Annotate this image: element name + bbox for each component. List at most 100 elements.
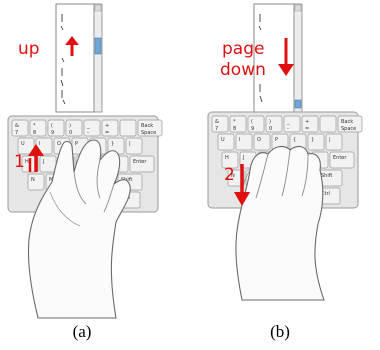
keycap xyxy=(325,133,343,151)
keycap xyxy=(247,115,265,133)
keycap-sublabel: 8 xyxy=(233,126,236,132)
keycap-label: ( xyxy=(51,123,53,129)
keycap-label: & xyxy=(215,119,219,125)
panel-b-caption: (b) xyxy=(270,322,290,341)
keycap-label: U xyxy=(21,141,25,147)
page-down-arrow-icon xyxy=(278,38,294,76)
finger-down-arrow-icon xyxy=(234,164,250,206)
step-number-2: 2 xyxy=(224,165,235,185)
keycap-label: } xyxy=(311,137,314,143)
keycap xyxy=(227,169,245,187)
keycap-label: H xyxy=(225,155,229,161)
keycap-label: I xyxy=(39,141,40,147)
scroll-thumb xyxy=(294,99,302,109)
keycap-sublabel: 7 xyxy=(15,130,18,136)
keycap xyxy=(101,119,119,137)
keycap-label: U xyxy=(221,137,225,143)
down-label: down xyxy=(220,60,266,80)
keycap xyxy=(119,119,137,137)
keycap-label: ( xyxy=(251,119,253,125)
keycap-sublabel: 9 xyxy=(251,126,254,132)
keycap-sublabel: = xyxy=(305,126,309,132)
scrollbar[interactable] xyxy=(293,3,303,113)
up-arrow-icon xyxy=(65,36,79,56)
keycap-label: + xyxy=(105,123,109,129)
keycap xyxy=(29,119,47,137)
finger-up-arrow-icon xyxy=(28,144,44,172)
scroll-thumb xyxy=(94,37,102,55)
keycap-sublabel: 8 xyxy=(33,130,36,136)
keycap xyxy=(301,115,319,133)
keycap xyxy=(27,173,45,191)
keycap-label: H xyxy=(25,159,29,165)
keycap-label: N xyxy=(31,177,35,183)
keycap-sublabel: - xyxy=(87,130,89,136)
keycap xyxy=(319,115,337,133)
keycap-sublabel: 0 xyxy=(69,130,72,136)
keycap-label: _ xyxy=(286,119,290,125)
panel-a-caption: (a) xyxy=(72,322,92,341)
keycap-label: | xyxy=(329,137,331,143)
hand-illustration xyxy=(27,139,131,319)
keycap-label: } xyxy=(111,141,114,147)
keycap xyxy=(125,137,143,155)
keycap xyxy=(283,115,301,133)
keycap-sublabel: 9 xyxy=(51,130,54,136)
panel-b: &7*8(9)0_-+=BackSpaceUIOP{}|HJKL:"EnterN… xyxy=(190,0,380,350)
keycap-label: Back xyxy=(341,119,353,125)
keycap-label: * xyxy=(33,123,36,129)
scrollbar[interactable] xyxy=(93,3,103,113)
keycap-sublabel: 0 xyxy=(269,126,272,132)
keycap-label: I xyxy=(239,137,240,143)
keycap-label: Enter xyxy=(333,155,347,161)
keycap-label: M xyxy=(49,177,53,183)
keycap-sublabel: - xyxy=(287,126,289,132)
keycap-label: Back xyxy=(141,123,153,129)
keycap-label: ) xyxy=(69,123,71,129)
keycap xyxy=(217,133,235,151)
page-label: page xyxy=(222,39,264,59)
document-page xyxy=(55,3,95,113)
keycap xyxy=(11,119,29,137)
keycap-sublabel: 7 xyxy=(215,126,218,132)
panel-b-illustration: &7*8(9)0_-+=BackSpaceUIOP{}|HJKL:"EnterN… xyxy=(207,3,363,301)
keycap-label: J xyxy=(242,155,244,161)
up-label: up xyxy=(18,39,40,59)
keycap-label: _ xyxy=(86,123,90,129)
keycap xyxy=(221,151,239,169)
keycap xyxy=(17,137,35,155)
keycap xyxy=(229,115,247,133)
keycap xyxy=(65,119,83,137)
keycap xyxy=(129,155,155,173)
keycap-label: J xyxy=(42,159,44,165)
keycap xyxy=(83,119,101,137)
keycap-sublabel: Space xyxy=(341,126,356,132)
keycap-label: Enter xyxy=(133,159,147,165)
keycap xyxy=(265,115,283,133)
keycap-label: P xyxy=(275,137,278,143)
keycap-label: { xyxy=(293,137,296,143)
keycap-label: Shift xyxy=(321,173,332,179)
step-number-1: 1 xyxy=(14,152,25,172)
keycap xyxy=(235,133,253,151)
keycap-label: P xyxy=(75,141,78,147)
keycap-label: O xyxy=(257,137,261,143)
keycap-label: + xyxy=(305,119,309,125)
keycap xyxy=(329,151,355,169)
keycap-sublabel: = xyxy=(105,130,109,136)
keycap xyxy=(47,119,65,137)
panel-a: &7*8(9)0_-+=BackSpaceUIOP{}|HJKL:"EnterN… xyxy=(7,3,163,341)
keycap xyxy=(253,133,271,151)
keycap-label: O xyxy=(57,141,61,147)
keycap-label: & xyxy=(15,123,19,129)
keycap xyxy=(337,115,363,133)
keycap-label: N xyxy=(231,173,235,179)
keycap-label: * xyxy=(233,119,236,125)
keycap-label: Ctrl xyxy=(321,191,330,197)
keycap-label: | xyxy=(129,141,131,147)
keycap-label: ) xyxy=(269,119,271,125)
hand-illustration xyxy=(235,145,325,301)
panel-a-illustration: &7*8(9)0_-+=BackSpaceUIOP{}|HJKL:"EnterN… xyxy=(7,3,163,319)
keycap-sublabel: Space xyxy=(141,130,156,136)
keycap xyxy=(307,133,325,151)
